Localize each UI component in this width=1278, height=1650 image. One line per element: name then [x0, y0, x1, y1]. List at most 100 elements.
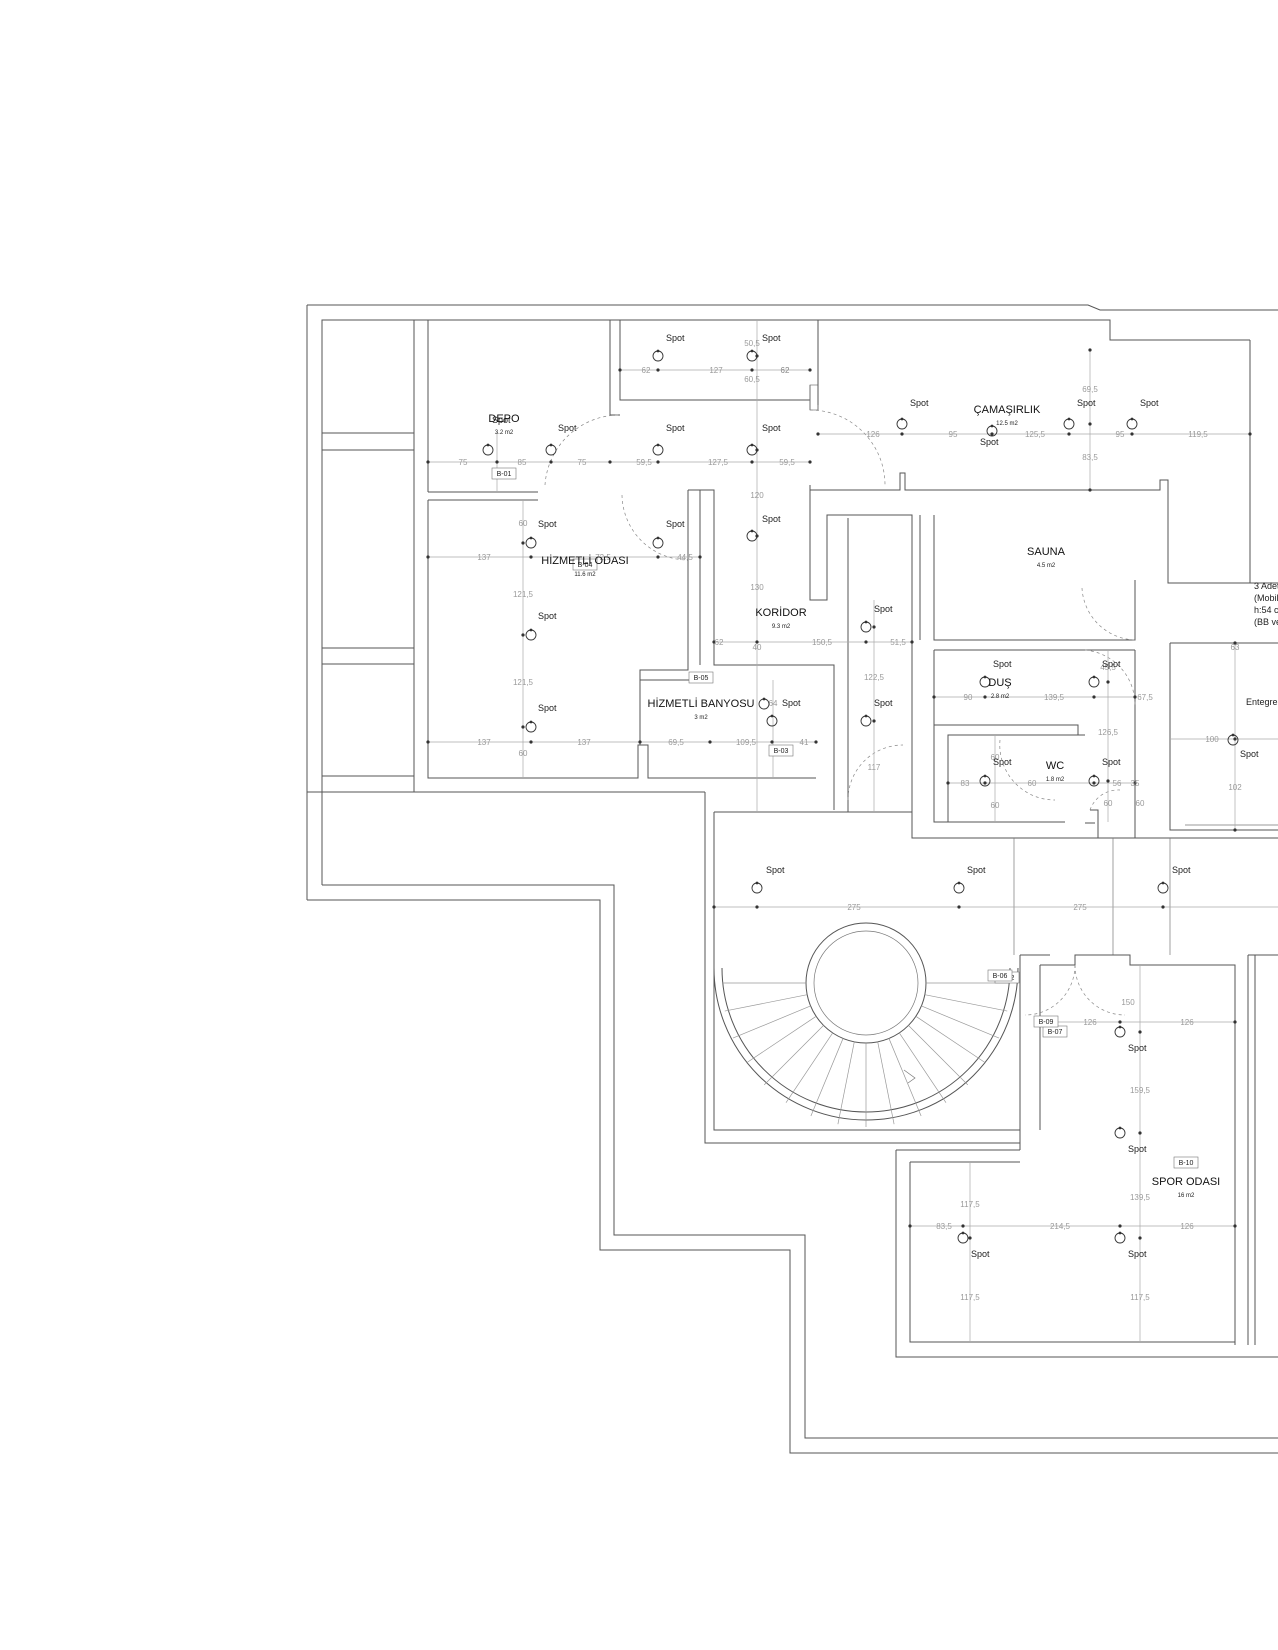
dimension-tick	[908, 1224, 912, 1228]
dimension-value: 125,5	[1025, 430, 1046, 439]
dimension-tick	[521, 633, 525, 637]
spot-label: Spot	[993, 757, 1012, 767]
spot-light-icon	[1114, 1127, 1126, 1139]
spot-light-dot-icon	[1118, 1025, 1122, 1029]
dimension-tick	[1106, 680, 1110, 684]
dimension-tick	[983, 695, 987, 699]
dimension-value: 60	[991, 753, 1000, 762]
dimension-tick	[1233, 641, 1237, 645]
room-code-box	[987, 969, 1013, 982]
spot-light: Spot	[652, 519, 685, 549]
dimension-tick	[1133, 695, 1137, 699]
spot-light-icon	[896, 418, 908, 430]
spot-label: Spot	[666, 519, 685, 529]
spot-light-icon	[860, 621, 872, 633]
spot-label: Spot	[1140, 398, 1159, 408]
left-cells	[321, 319, 429, 792]
dimension-tick	[1088, 348, 1092, 352]
dimension-value: 275	[847, 903, 861, 912]
dimension-value: 72,5	[595, 553, 611, 562]
dimension-value: 150,5	[812, 638, 833, 647]
spot-light-icon	[525, 537, 537, 549]
spot-light-icon	[751, 882, 763, 894]
spot-light-icon	[525, 629, 537, 641]
dimension-value: 35	[1131, 779, 1140, 788]
spot-label: Spot	[666, 423, 685, 433]
spot-label: Spot	[766, 865, 785, 875]
room-name: SAUNA	[1027, 546, 1066, 558]
spot-light: Spot	[746, 333, 781, 362]
spot-light: Spot	[979, 659, 1012, 688]
dimension-value: 159,5	[1130, 1086, 1151, 1095]
spot-light-icon	[652, 350, 664, 362]
dimension-value: 83	[961, 779, 970, 788]
spot-label: Spot	[492, 415, 511, 425]
dimension-tick	[529, 740, 533, 744]
dimension-tick	[1138, 1236, 1142, 1240]
dimension-tick	[608, 460, 612, 464]
stair-step	[810, 1038, 844, 1117]
spot-light-dot-icon	[656, 536, 660, 540]
spot-light: Spot	[652, 423, 685, 456]
room-code-box	[572, 558, 598, 571]
spot-light: Spot	[525, 611, 557, 641]
spot-light-dot-icon	[656, 443, 660, 447]
spot-label: Spot	[1128, 1144, 1147, 1154]
dimension-tick	[1248, 432, 1252, 436]
dimension-tick	[529, 555, 533, 559]
dimension-value: 41	[800, 738, 809, 747]
room-area: 1.8 m2	[1046, 777, 1065, 783]
corridor-walls	[704, 792, 1278, 1358]
dimension-value: 63	[1231, 643, 1240, 652]
room-area: 9.3 m2	[772, 624, 791, 630]
dimension-tick	[1161, 905, 1165, 909]
spot-light-dot-icon	[990, 424, 994, 428]
dimension-value: 83,5	[936, 1222, 952, 1231]
dimension-tick	[932, 695, 936, 699]
room-name: WC	[1046, 760, 1064, 772]
dimension-tick	[618, 368, 622, 372]
dimension-tick	[808, 460, 812, 464]
dimension-value: 117,5	[1130, 1293, 1150, 1302]
spot-light-icon	[652, 537, 664, 549]
stair-step	[746, 1016, 817, 1064]
side-note-line-2: (Mobily	[1254, 593, 1278, 603]
spot-light-icon	[860, 715, 872, 727]
outer-walls	[306, 304, 1278, 1454]
dimension-tick	[426, 555, 430, 559]
dimension-tick	[755, 905, 759, 909]
side-note-line-1: 3 Adet	[1254, 581, 1278, 591]
side-note: 3 Adet (Mobily h:54 cr (BB ve Entegre	[1246, 581, 1278, 707]
dimension-tick	[1138, 1131, 1142, 1135]
room-code: B-10	[1179, 1160, 1194, 1167]
spot-light-dot-icon	[1130, 417, 1134, 421]
spot-light: Spot	[652, 333, 685, 362]
spot-light-dot-icon	[983, 675, 987, 679]
dimension-tick	[1233, 737, 1237, 741]
stair-step	[899, 1032, 947, 1103]
dimension-tick	[946, 781, 950, 785]
spot-light-dot-icon	[656, 349, 660, 353]
room-area: 3 m2	[694, 715, 708, 721]
room-name: HİZMETLİ BANYOSU	[648, 697, 755, 710]
dimension-tick	[990, 432, 994, 436]
spot-light: Spot	[1088, 757, 1121, 787]
spot-light-dot-icon	[1067, 417, 1071, 421]
spiral-stair	[713, 922, 1019, 1127]
spot-label: Spot	[874, 698, 893, 708]
dimension-value: 275	[1073, 903, 1087, 912]
dimension-value: 62	[642, 366, 651, 375]
dimension-value: 117,5	[960, 1293, 980, 1302]
dimension-tick	[750, 460, 754, 464]
dimension-tick	[814, 740, 818, 744]
side-note-line-3: h:54 cr	[1254, 605, 1278, 615]
dimension-value: 60	[1104, 799, 1113, 808]
room-code: B-04	[578, 562, 593, 569]
spot-label: Spot	[874, 604, 893, 614]
dimension-tick	[1233, 1020, 1237, 1024]
dimension-ticks	[426, 348, 1252, 1240]
